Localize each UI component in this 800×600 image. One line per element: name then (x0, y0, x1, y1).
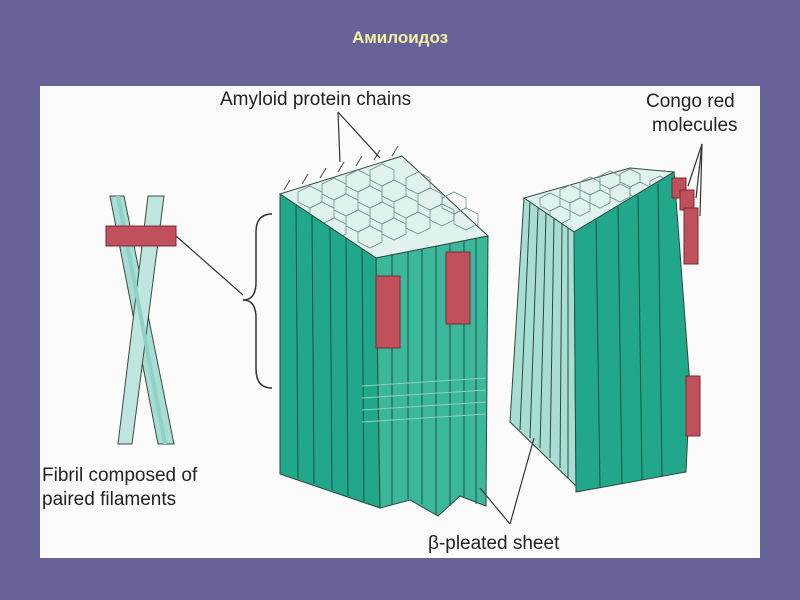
congo-leader-3 (699, 143, 703, 217)
paired-filament-fibril (105, 195, 177, 445)
label-fibril-line1: Fibril composed of (42, 465, 198, 486)
label-fibril-line2: paired filaments (42, 489, 177, 510)
fibril-congo-red-band (105, 225, 177, 247)
filament-left-strand (116, 196, 167, 444)
congo-leader-1 (687, 143, 703, 187)
diagram-drawing (105, 111, 703, 525)
label-amyloid-protein-chains: Amyloid protein chains (220, 89, 412, 110)
right-congo-red-2 (679, 189, 695, 211)
right-congo-red-4 (685, 375, 701, 437)
label-congo-red-line1: Congo red (646, 91, 735, 112)
middle-congo-red-2 (445, 251, 471, 325)
block-brace (242, 213, 273, 389)
beta-sheet-block-right (509, 167, 701, 493)
right-congo-red-3 (683, 207, 699, 265)
leader-lines (337, 111, 703, 525)
right-strand-lines (595, 183, 663, 489)
middle-congo-red-1 (375, 275, 401, 349)
slide-title: Амилоидоз (351, 28, 449, 47)
chains-leader-1 (337, 111, 341, 163)
congo-leader-2 (695, 143, 703, 199)
right-fanned-strands (509, 197, 577, 488)
beta-sheet-block-middle (278, 145, 490, 517)
label-congo-red-line2: molecules (652, 115, 738, 136)
middle-pleat-lines (361, 377, 487, 423)
fibril-pointer-line (175, 235, 244, 296)
protein-chain-ends (283, 145, 399, 191)
beta-leader-2 (509, 437, 535, 525)
beta-leader-1 (479, 487, 511, 525)
label-beta-pleated-sheet: β-pleated sheet (428, 533, 560, 554)
amyloid-fibril-diagram: Amyloid protein chains Congo red molecul… (40, 86, 760, 558)
chains-leader-2 (337, 111, 381, 159)
